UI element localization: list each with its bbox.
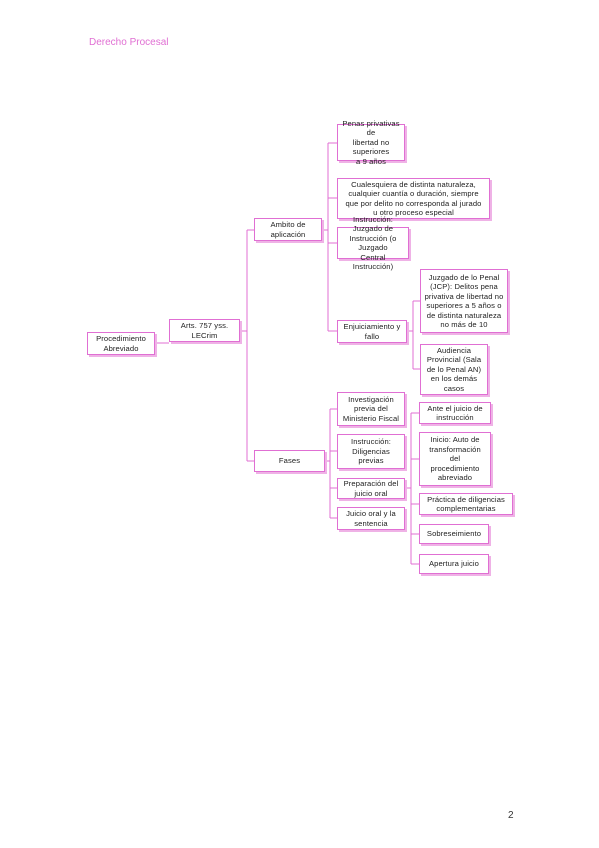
node-audiencia-provincial: Audiencia Provincial (Sala de lo Penal A… xyxy=(420,344,488,395)
node-apertura-juicio: Apertura juicio xyxy=(419,554,489,574)
node-practica-diligencias: Práctica de diligencias complementarias xyxy=(419,493,513,515)
node-juzgado-penal-jcp: Juzgado de lo Penal (JCP): Delitos pena … xyxy=(420,269,508,333)
node-penas-privativas: Penas privativas de libertad no superior… xyxy=(337,119,405,166)
node-inicio-auto-transformacion: Inicio: Auto de transformación del proce… xyxy=(419,432,491,486)
node-enjuiciamiento-fallo: Enjuiciamiento y fallo xyxy=(337,320,407,343)
node-instruccion-diligencias: Instrucción: Diligencias previas xyxy=(337,434,405,469)
node-preparacion-juicio-oral: Preparación del juicio oral xyxy=(337,478,405,499)
document-header: Derecho Procesal xyxy=(89,37,169,48)
node-fases: Fases xyxy=(254,450,325,472)
node-cualesquiera: Cualesquiera de distinta naturaleza, cua… xyxy=(337,178,490,219)
node-ante-juicio-instruccion: Ante el juicio de instrucción xyxy=(419,402,491,424)
node-arts-lecrim: Arts. 757 yss. LECrim xyxy=(169,319,240,342)
node-instruccion-juzgado: Instrucción: Juzgado de Instrucción (o J… xyxy=(337,215,409,271)
page-number: 2 xyxy=(508,810,514,821)
node-sobreseimiento: Sobreseimiento xyxy=(419,524,489,544)
node-procedimiento-abreviado: Procedimiento Abreviado xyxy=(87,332,155,355)
node-juicio-oral-sentencia: Juicio oral y la sentencia xyxy=(337,507,405,530)
node-investigacion-previa: Investigación previa del Ministerio Fisc… xyxy=(337,392,405,426)
node-ambito-aplicacion: Ambito de aplicación xyxy=(254,218,322,241)
